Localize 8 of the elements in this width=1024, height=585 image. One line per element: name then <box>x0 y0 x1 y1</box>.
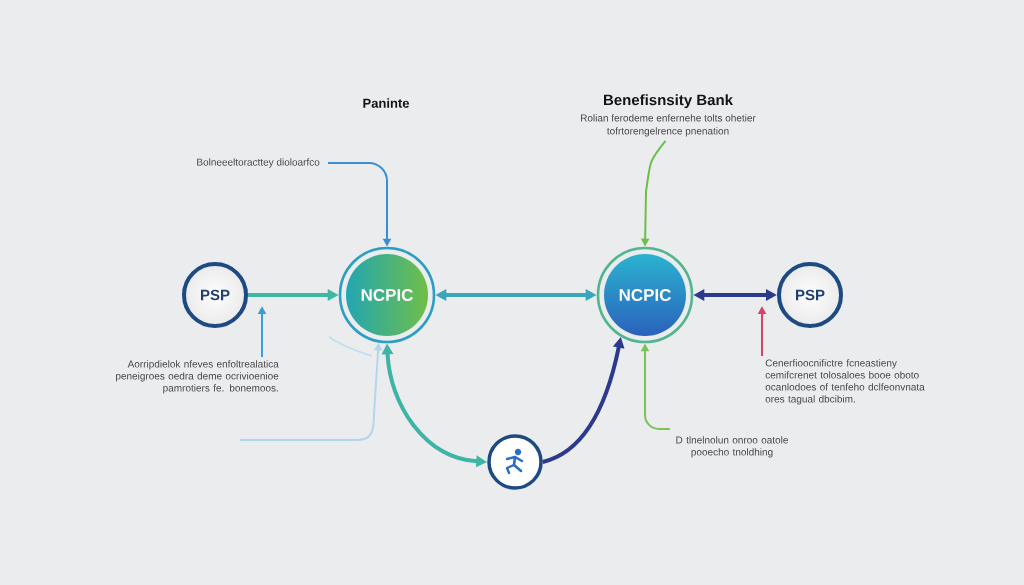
note-text: Bolneeeltoracttey dioloarfco <box>197 158 320 168</box>
note-text: D tlnelnolun onroo oatole pooecho tnoldhing <box>676 436 788 458</box>
circle-node <box>487 434 543 490</box>
note-text: Cenerfioocnifictre fcneastieny cemifcrenet tolosaloes booe oboto ocanlodoes of tenfeho dclfeonvnata ores tagual dbcibim. <box>765 359 925 405</box>
note-text: Aorripdielok nfeves enfoltrealatica peneigroes oedra deme ocrivioenioe pamrotiers fe. bonemoos. <box>116 360 279 394</box>
heading: Benefisnsity Bank <box>604 94 733 109</box>
note-text: Rolian ferodeme enfernehe tolts ohetier tofrtorengelrence pnenation <box>581 114 756 137</box>
heading: Paninte <box>363 98 410 108</box>
